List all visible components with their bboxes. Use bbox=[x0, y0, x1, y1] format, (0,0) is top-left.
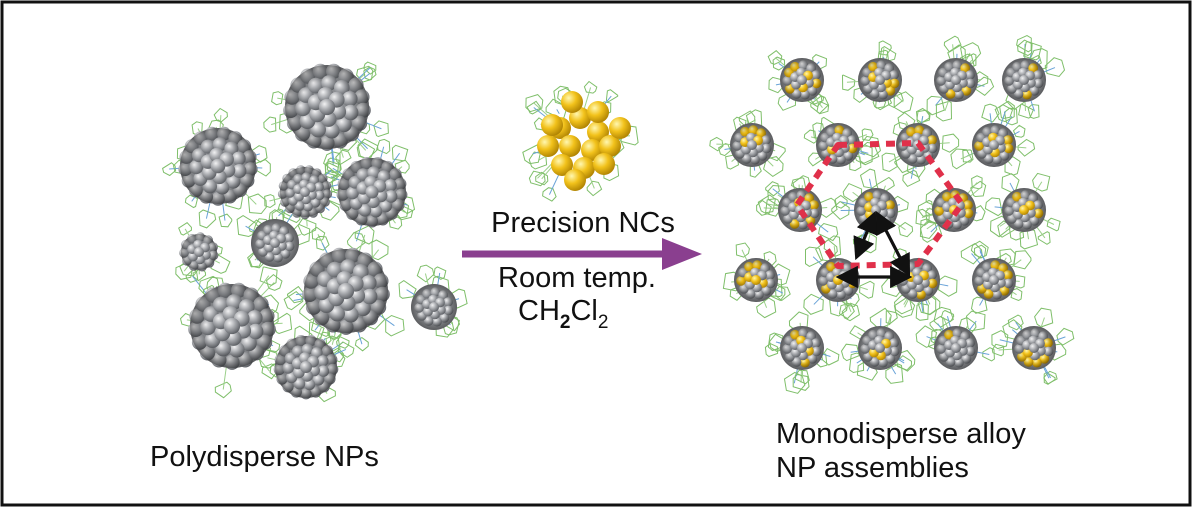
reaction-arrow bbox=[462, 238, 702, 270]
polydisperse-particle-8 bbox=[188, 282, 276, 370]
alloy-particle-17 bbox=[780, 326, 824, 370]
gold-atom-15 bbox=[609, 117, 631, 139]
alloy-particle-10 bbox=[854, 188, 898, 232]
polydisperse-particle-3 bbox=[336, 157, 408, 228]
alloy-particle-2 bbox=[858, 58, 902, 102]
alloy-particle-4 bbox=[1002, 58, 1046, 102]
polydisperse-particle-10 bbox=[411, 284, 457, 330]
polydisperse-particle-1 bbox=[178, 126, 258, 206]
gold-atom-10 bbox=[593, 153, 615, 175]
alloy-particle-20 bbox=[1012, 326, 1056, 370]
polydisperse-particle-9 bbox=[273, 335, 339, 400]
alloy-particle-13 bbox=[734, 258, 778, 302]
polydisperse-particle-7 bbox=[302, 247, 390, 335]
triangle-arrow-left bbox=[853, 210, 878, 261]
formula-sub-2: 2 bbox=[598, 312, 609, 333]
gold-atom-7 bbox=[599, 135, 621, 157]
precision-nanocluster bbox=[522, 80, 639, 202]
gold-atom-11 bbox=[564, 169, 586, 191]
right-panel-label-line-1: Monodisperse alloy bbox=[776, 418, 1026, 450]
solvent-formula: CH2Cl2 bbox=[518, 295, 608, 333]
alloy-particle-19 bbox=[934, 326, 978, 370]
gold-atom-8 bbox=[551, 154, 573, 176]
gold-atom-13 bbox=[561, 91, 583, 113]
gold-atom-14 bbox=[587, 101, 609, 123]
alloy-particle-16 bbox=[972, 258, 1016, 302]
left-panel-label: Polydisperse NPs bbox=[150, 441, 379, 473]
triangle-arrows bbox=[835, 210, 913, 289]
polydisperse-particle-2 bbox=[283, 63, 371, 151]
triangle-arrow-right bbox=[875, 211, 911, 277]
right-panel-label-line-2: NP assemblies bbox=[776, 452, 969, 484]
alloy-particle-12 bbox=[1002, 188, 1046, 232]
formula-cl: Cl bbox=[570, 295, 597, 327]
alloy-particle-5 bbox=[730, 123, 774, 167]
polydisperse-particle-4 bbox=[277, 165, 333, 220]
arrow-top-label: Precision NCs bbox=[491, 207, 675, 239]
arrow-bottom-label: Room temp. bbox=[498, 262, 656, 294]
alloy-particle-18 bbox=[858, 326, 902, 370]
gold-atom-4 bbox=[537, 135, 559, 157]
formula-ch: CH bbox=[518, 295, 560, 327]
alloy-particle-3 bbox=[934, 58, 978, 102]
polydisperse-nanoparticles bbox=[162, 61, 468, 403]
alloy-particle-1 bbox=[780, 58, 824, 102]
alloy-particle-8 bbox=[972, 123, 1016, 167]
formula-sub-1: 2 bbox=[560, 312, 571, 333]
alloy-particle-9 bbox=[778, 188, 822, 232]
gold-atom-5 bbox=[559, 135, 581, 157]
hexagonal-packing-outline bbox=[794, 140, 965, 269]
polydisperse-particle-5 bbox=[251, 219, 299, 267]
polydisperse-particle-6 bbox=[179, 232, 219, 272]
gold-atom-12 bbox=[541, 114, 563, 136]
